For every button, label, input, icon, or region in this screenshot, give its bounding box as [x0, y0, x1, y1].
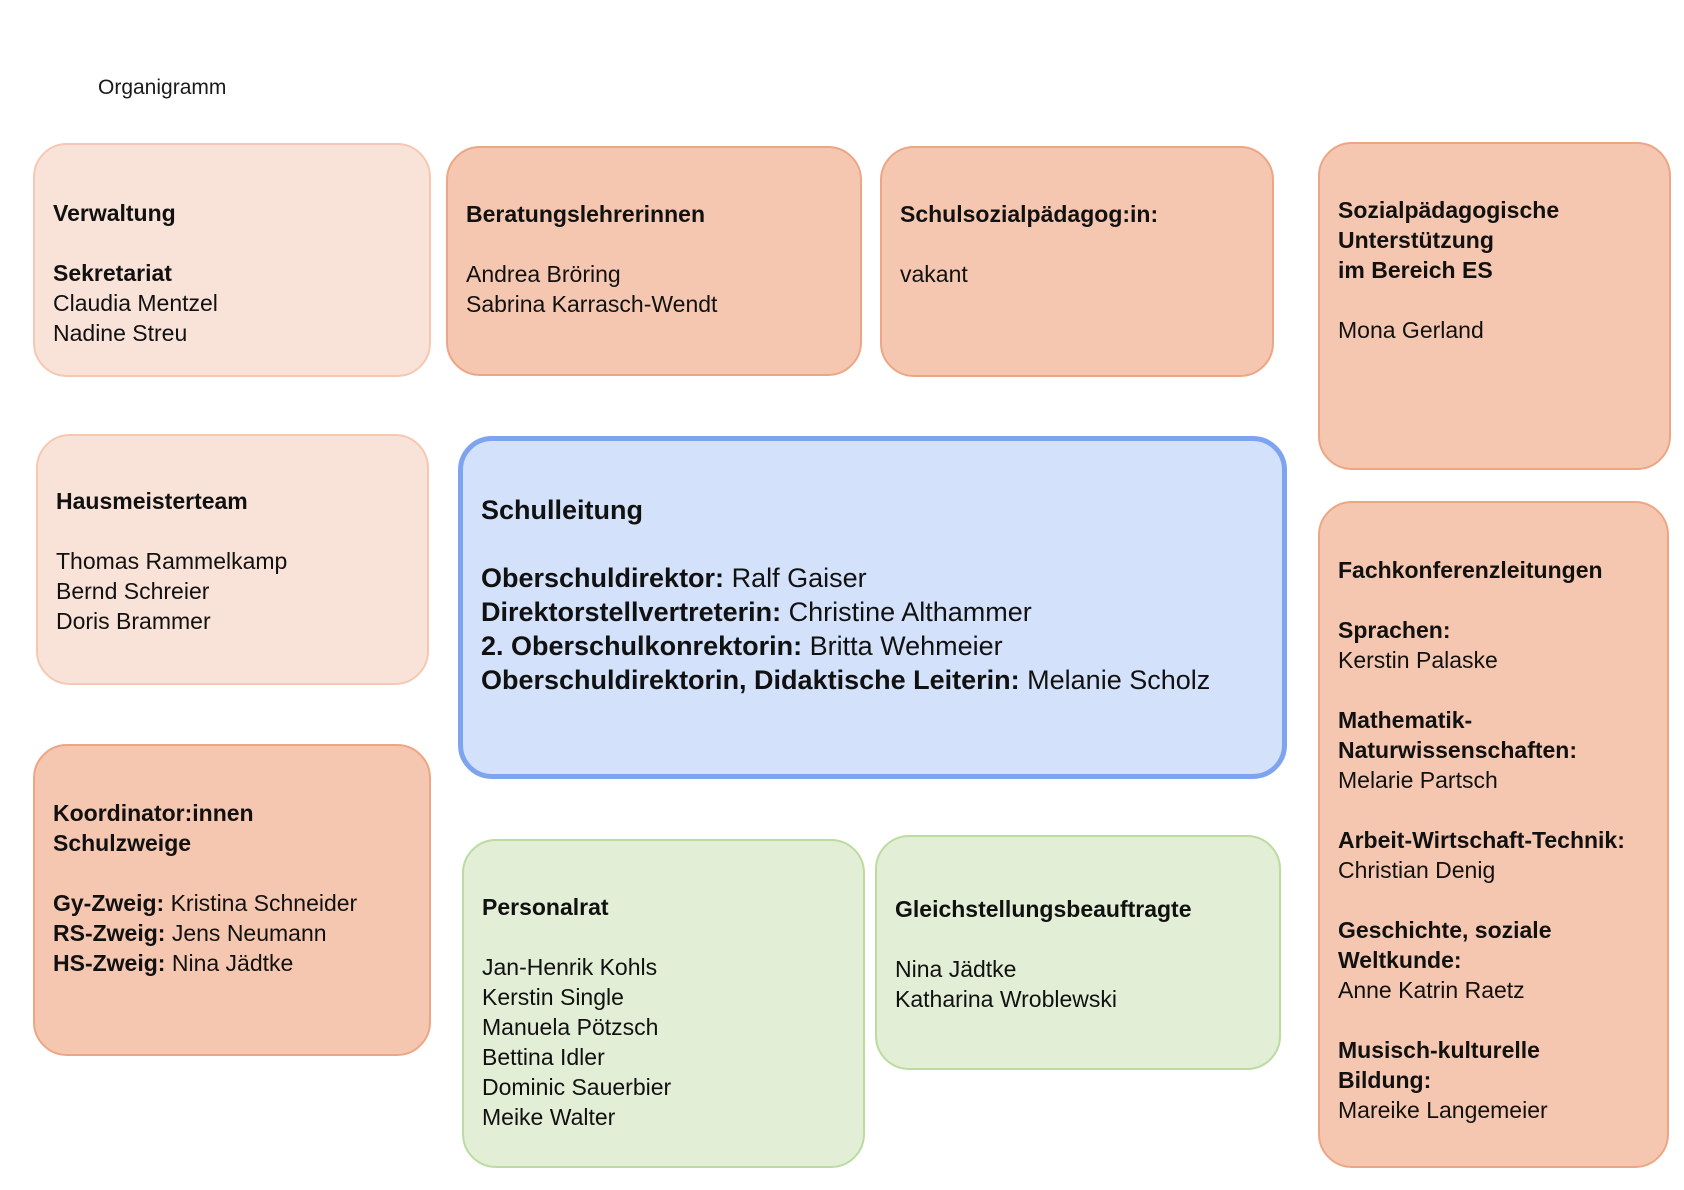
member-name: Manuela Pötzsch [482, 1014, 659, 1040]
person-name: Anne Katrin Raetz [1338, 977, 1525, 1003]
box-title: Schulsozialpädagog:in: [900, 201, 1159, 227]
box-title-line: Sozialpädagogische [1338, 197, 1560, 223]
person-name: Jens Neumann [171, 920, 327, 946]
member-name: Nadine Streu [53, 320, 188, 346]
box-title: Hausmeisterteam [56, 488, 248, 514]
member-name: Doris Brammer [56, 608, 211, 634]
box-title: Fachkonferenzleitungen [1338, 557, 1603, 583]
member-name: Bernd Schreier [56, 578, 210, 604]
member-name: Katharina Wroblewski [895, 986, 1118, 1012]
role-label: Oberschuldirektor: [481, 563, 725, 593]
box-beratungslehrerinnen: Beratungslehrerinnen Andrea Bröring Sabr… [446, 146, 862, 376]
member-name: Nina Jädtke [895, 956, 1017, 982]
person-name: Melanie Scholz [1027, 665, 1211, 695]
box-fachkonferenzleitungen: Fachkonferenzleitungen Sprachen: Kerstin… [1318, 501, 1669, 1168]
box-title: Schulleitung [481, 495, 643, 525]
role-label: Direktorstellvertreterin: [481, 597, 782, 627]
member-name: Meike Walter [482, 1104, 616, 1130]
box-koordinatorinnen-schulzweige: Koordinator:innen Schulzweige Gy-Zweig: … [33, 744, 431, 1056]
member-name: Jan-Henrik Kohls [482, 954, 658, 980]
role-label: Oberschuldirektorin, Didaktische Leiteri… [481, 665, 1020, 695]
role-label: 2. Oberschulkonrektorin: [481, 631, 803, 661]
person-name: Kristina Schneider [170, 890, 358, 916]
box-title-line: im Bereich ES [1338, 257, 1493, 283]
subject-label: Geschichte, soziale [1338, 917, 1552, 943]
person-name: Christine Althammer [788, 597, 1032, 627]
subject-label: Bildung: [1338, 1067, 1432, 1093]
member-name: Thomas Rammelkamp [56, 548, 288, 574]
person-name: Ralf Gaiser [731, 563, 867, 593]
box-personalrat: Personalrat Jan-Henrik Kohls Kerstin Sin… [462, 839, 865, 1168]
box-hausmeisterteam: Hausmeisterteam Thomas Rammelkamp Bernd … [36, 434, 429, 685]
branch-entry: RS-Zweig: Jens Neumann [53, 918, 419, 948]
box-title-line: Koordinator:innen [53, 800, 254, 826]
leadership-entry: 2. Oberschulkonrektorin: Britta Wehmeier [481, 629, 1272, 663]
subject-label: Naturwissenschaften: [1338, 737, 1578, 763]
box-title: Personalrat [482, 894, 609, 920]
person-name: Christian Denig [1338, 857, 1496, 883]
box-title: Gleichstellungsbeauftragte [895, 896, 1192, 922]
leadership-entry: Oberschuldirektor: Ralf Gaiser [481, 561, 1272, 595]
subject-label: Arbeit-Wirtschaft-Technik: [1338, 827, 1625, 853]
person-name: Mareike Langemeier [1338, 1097, 1548, 1123]
role-label: HS-Zweig: [53, 950, 166, 976]
page-title: Organigramm [98, 76, 227, 99]
box-schulsozialpaedagogin: Schulsozialpädagog:in: vakant [880, 146, 1274, 377]
subject-label: Sprachen: [1338, 617, 1451, 643]
member-name: Claudia Mentzel [53, 290, 218, 316]
role-label: Gy-Zweig: [53, 890, 165, 916]
person-name: Kerstin Palaske [1338, 647, 1498, 673]
box-sozialpaedagogische-unterstuetzung: Sozialpädagogische Unterstützung im Bere… [1318, 142, 1671, 470]
branch-entry: Gy-Zweig: Kristina Schneider [53, 888, 419, 918]
member-name: vakant [900, 261, 968, 287]
person-name: Nina Jädtke [171, 950, 294, 976]
role-label: RS-Zweig: [53, 920, 166, 946]
person-name: Melarie Partsch [1338, 767, 1498, 793]
branch-entry: HS-Zweig: Nina Jädtke [53, 948, 419, 978]
box-title: Beratungslehrerinnen [466, 201, 705, 227]
box-verwaltung: Verwaltung Sekretariat Claudia Mentzel N… [33, 143, 431, 377]
member-name: Dominic Sauerbier [482, 1074, 672, 1100]
person-name: Britta Wehmeier [809, 631, 1003, 661]
member-name: Bettina Idler [482, 1044, 605, 1070]
leadership-entry: Direktorstellvertreterin: Christine Alth… [481, 595, 1272, 629]
member-name: Kerstin Single [482, 984, 624, 1010]
member-name: Mona Gerland [1338, 317, 1484, 343]
member-name: Sabrina Karrasch-Wendt [466, 291, 718, 317]
subject-label: Weltkunde: [1338, 947, 1462, 973]
subject-label: Mathematik- [1338, 707, 1473, 733]
box-title-line: Schulzweige [53, 830, 192, 856]
box-title: Verwaltung [53, 200, 176, 226]
box-gleichstellungsbeauftragte: Gleichstellungsbeauftragte Nina Jädtke K… [875, 835, 1281, 1070]
box-title-line: Unterstützung [1338, 227, 1494, 253]
box-schulleitung: Schulleitung Oberschuldirektor: Ralf Gai… [458, 436, 1287, 779]
box-subtitle: Sekretariat [53, 260, 172, 286]
member-name: Andrea Bröring [466, 261, 621, 287]
subject-label: Musisch-kulturelle [1338, 1037, 1540, 1063]
leadership-entry: Oberschuldirektorin, Didaktische Leiteri… [481, 663, 1272, 697]
